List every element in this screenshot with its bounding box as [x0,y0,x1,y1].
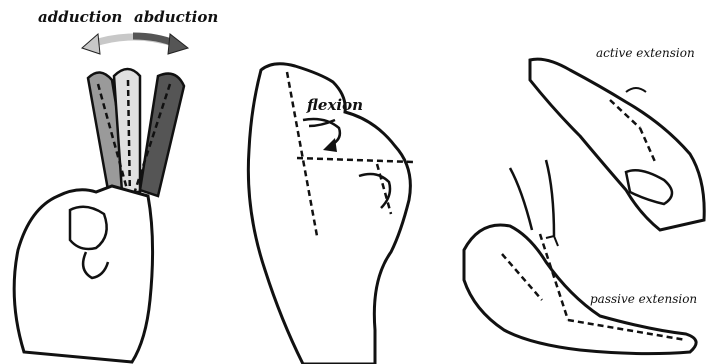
passive-extension-arrow [546,236,558,246]
lower-wrist-line-1 [510,168,532,230]
upper-hand-outline [530,59,704,230]
lower-hand-outline [464,225,696,354]
adduction-label: adduction [38,8,122,26]
active-extension-label: active extension [596,46,695,60]
abduction-adduction-arrow [82,34,188,54]
flexion-label: flexion [307,96,363,114]
abduction-hand-drawing [0,0,215,364]
active-extension-arrow [626,88,646,92]
passive-extension-label: passive extension [590,292,697,306]
adduction-arrowhead [82,34,100,54]
extension-panel: active extension passive extension [450,0,709,364]
abduction-adduction-panel: adduction abduction [0,0,215,364]
abduction-arrowhead [168,34,188,54]
flexion-fist-drawing [225,0,440,364]
thumb-outline [70,207,107,249]
right-finger-shape [140,74,184,196]
flexion-panel: flexion [225,0,440,364]
lower-wrist-line-2 [546,160,554,236]
abduction-label: abduction [134,8,218,26]
